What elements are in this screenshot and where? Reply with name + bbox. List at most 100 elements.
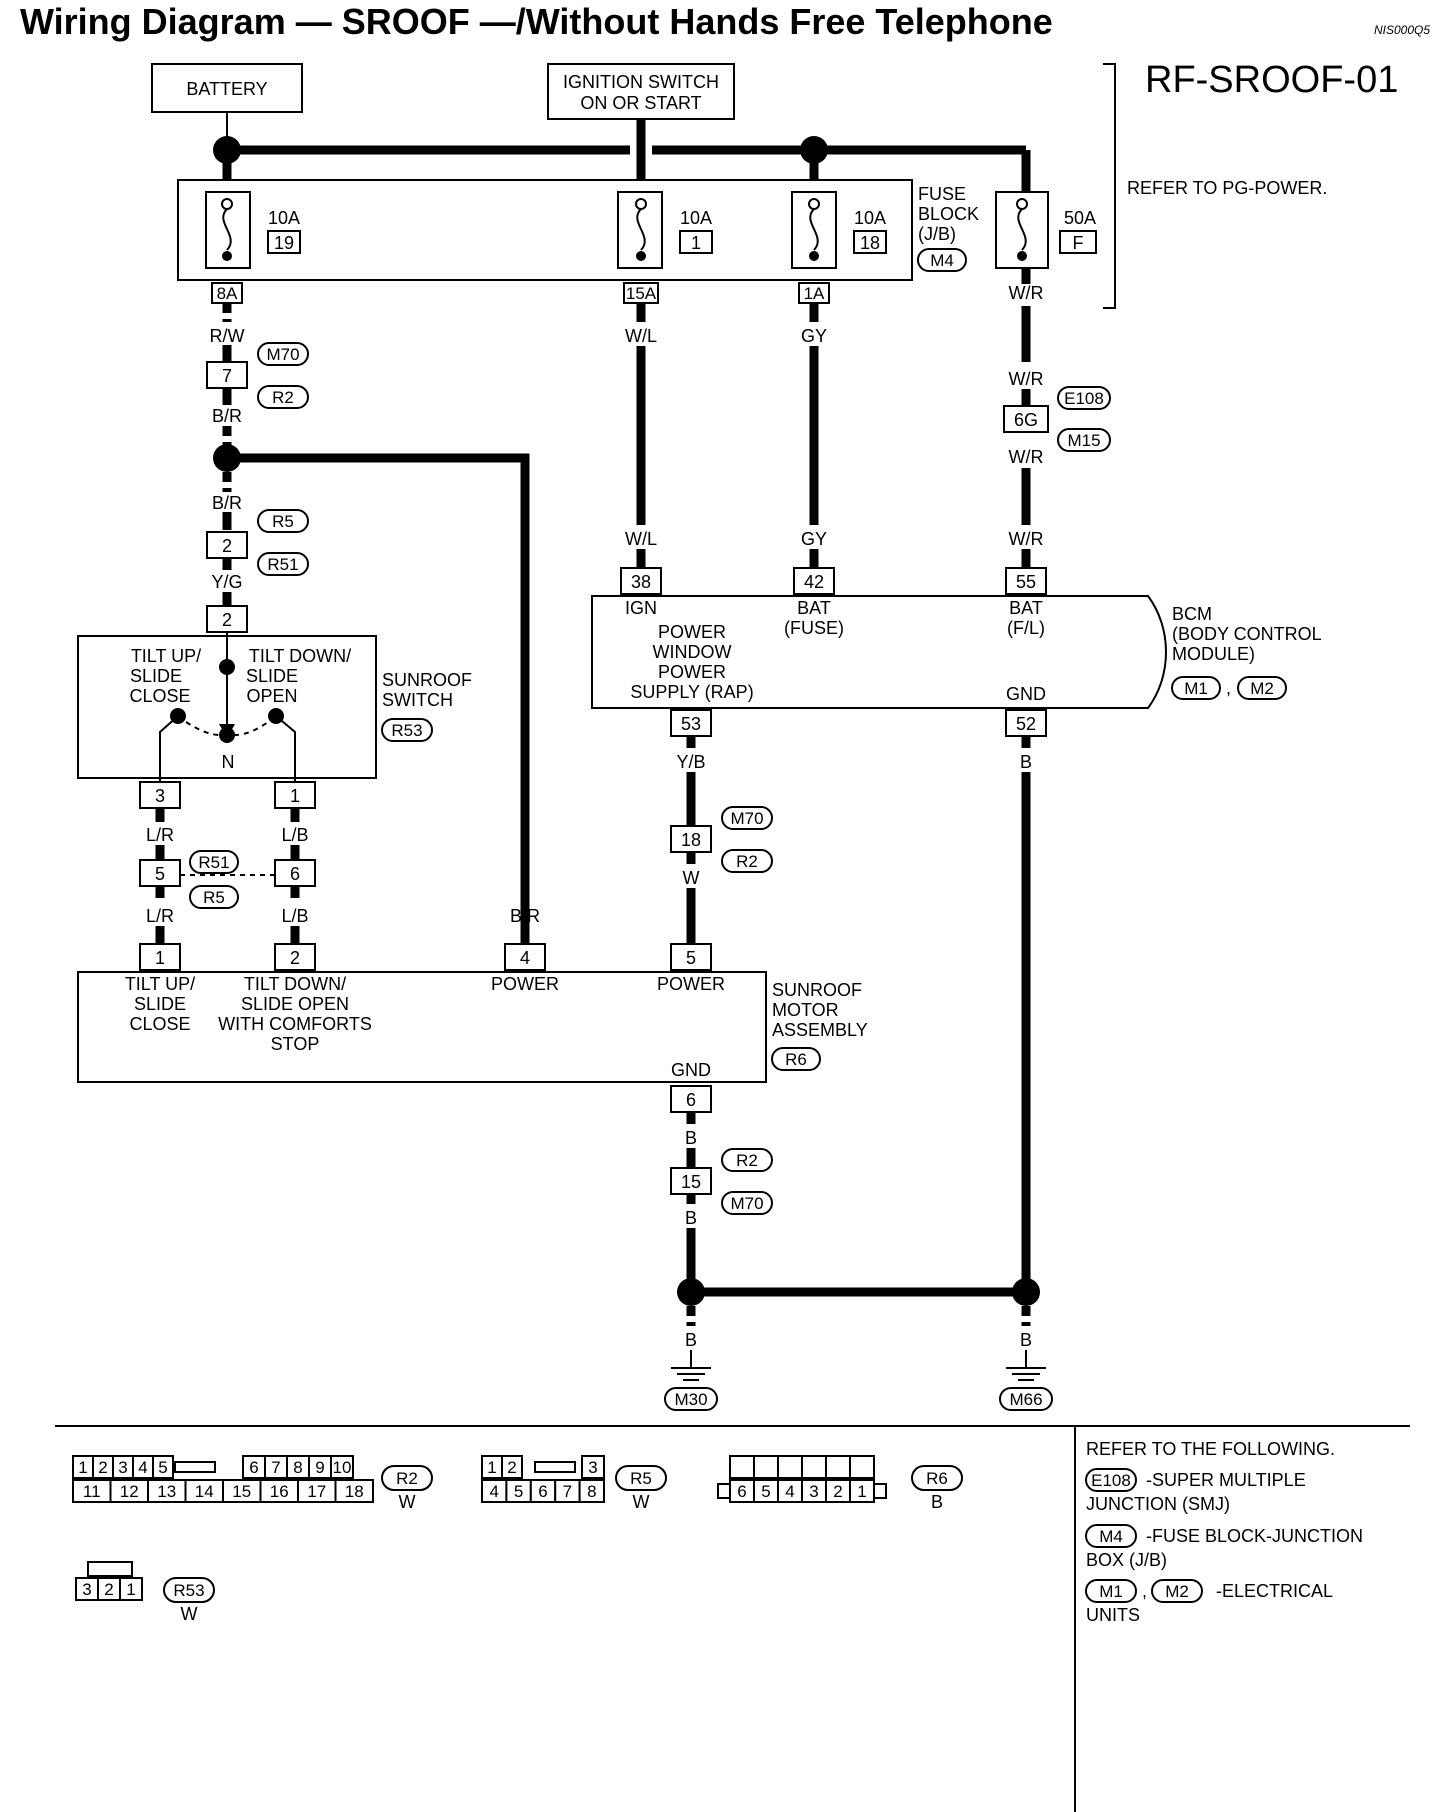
cavity-number: 12 xyxy=(120,1482,139,1501)
connector-pin: 2 xyxy=(290,948,300,968)
motor-pin-label: SLIDE OPEN xyxy=(241,994,349,1014)
legend-connector: M4 xyxy=(1099,1527,1123,1546)
cavity-number: 5 xyxy=(514,1482,523,1501)
connector-pin: 53 xyxy=(681,714,701,734)
switch-label: TILT UP/ xyxy=(131,646,201,666)
connector-pin: 4 xyxy=(520,948,530,968)
wire-color: W/R xyxy=(1009,529,1044,549)
cavity-number: 5 xyxy=(761,1482,770,1501)
wire-color: L/R xyxy=(146,825,174,845)
cavity-number: 8 xyxy=(587,1482,596,1501)
connector-color: W xyxy=(633,1492,650,1512)
motor-pin-2 xyxy=(274,943,316,971)
motor-pin-label: POWER xyxy=(657,974,725,994)
bcm-name: (BODY CONTROL xyxy=(1172,624,1322,644)
connector-6g xyxy=(1003,405,1049,433)
motor-pin-label: GND xyxy=(671,1060,711,1080)
fuse-block xyxy=(177,179,913,281)
bcm-name: MODULE) xyxy=(1172,644,1255,664)
legend-text: -SUPER MULTIPLE xyxy=(1146,1470,1306,1490)
connector-pin: 5 xyxy=(686,948,696,968)
cavity-number: 8 xyxy=(293,1458,302,1477)
motor-pin-5 xyxy=(670,943,712,971)
motor-pin-label: SLIDE xyxy=(134,994,186,1014)
wire-color: L/R xyxy=(146,906,174,926)
switch-label: CLOSE xyxy=(129,686,190,706)
ground-m66: M66 xyxy=(1009,1390,1042,1409)
cavity-number: 15 xyxy=(232,1482,251,1501)
legend-text: BOX (J/B) xyxy=(1086,1550,1167,1570)
fuse-amp: 50A xyxy=(1064,208,1096,228)
connector-m70: M70 xyxy=(730,809,763,828)
wire-color: B xyxy=(685,1208,697,1228)
cavity-number: 13 xyxy=(157,1482,176,1501)
connector-18 xyxy=(670,825,712,853)
connector-cavity xyxy=(581,1455,605,1479)
switch-name: SWITCH xyxy=(382,690,453,710)
connector-name: R53 xyxy=(173,1581,204,1600)
connector-pin: 5 xyxy=(155,864,165,884)
connector-e108: E108 xyxy=(1064,389,1104,408)
connector-color: B xyxy=(931,1492,943,1512)
wire-color: Y/G xyxy=(211,572,242,592)
cavity-number: 2 xyxy=(104,1580,113,1599)
fuse-number: 18 xyxy=(860,233,880,253)
diagram-id: RF-SROOF-01 xyxy=(1145,59,1398,101)
wire-color: L/B xyxy=(281,825,308,845)
bcm-pin-55 xyxy=(1005,567,1047,595)
connector-m15: M15 xyxy=(1067,431,1100,450)
battery-box xyxy=(151,63,303,113)
wire-color: R/W xyxy=(210,326,245,346)
fuse-number: F xyxy=(1073,233,1084,253)
connector-pin: 55 xyxy=(1016,572,1036,592)
connector-pin: 1 xyxy=(290,786,300,806)
terminal-wr-label: W/R xyxy=(1009,283,1044,303)
connector-m4 xyxy=(917,248,967,272)
connector-pin: 6 xyxy=(686,1090,696,1110)
fuse-amp: 10A xyxy=(854,208,886,228)
wire-color: B/R xyxy=(510,906,540,926)
doc-code: NIS000Q5 xyxy=(1374,23,1430,37)
wire-color: B xyxy=(1020,1330,1032,1350)
connector-name: R2 xyxy=(396,1469,418,1488)
cavity-number: 16 xyxy=(270,1482,289,1501)
connector-pin: 6 xyxy=(290,864,300,884)
connector-cavity xyxy=(849,1479,875,1503)
bcm-pin-label: IGN xyxy=(625,598,657,618)
motor-pin-label: POWER xyxy=(491,974,559,994)
connector-m2: M2 xyxy=(1250,679,1274,698)
ground-m30: M30 xyxy=(674,1390,707,1409)
cavity-number: 6 xyxy=(249,1458,258,1477)
connector-pin: 15 xyxy=(681,1172,701,1192)
connector-pin: 52 xyxy=(1016,714,1036,734)
connector-r5: R5 xyxy=(203,888,225,907)
connector-cavity xyxy=(119,1577,143,1601)
cavity-number: 6 xyxy=(538,1482,547,1501)
bcm-pin-label: GND xyxy=(1006,684,1046,704)
fuse-block-label-1: FUSE xyxy=(918,184,966,204)
svg-text:,: , xyxy=(1226,678,1231,698)
terminal-8a: 8A xyxy=(217,284,238,303)
bcm-pin-label: WINDOW xyxy=(653,642,732,662)
switch-label: OPEN xyxy=(246,686,297,706)
bcm-box xyxy=(591,595,1167,709)
motor-name: ASSEMBLY xyxy=(772,1020,868,1040)
connector-m4-label: M4 xyxy=(930,251,954,270)
cavity-number: 1 xyxy=(857,1482,866,1501)
bcm-pin-label: (F/L) xyxy=(1007,618,1045,638)
motor-pin-1 xyxy=(139,943,181,971)
cavity-number: 4 xyxy=(785,1482,794,1501)
connector-r2: R2 xyxy=(736,1151,758,1170)
cavity-number: 3 xyxy=(82,1580,91,1599)
connector-pin: 2 xyxy=(222,610,232,630)
ignition-label-2: ON OR START xyxy=(580,93,701,113)
cavity-number: 3 xyxy=(809,1482,818,1501)
connector-color: W xyxy=(399,1492,416,1512)
legend-connector: M1 xyxy=(1099,1582,1123,1601)
bcm-pin-label: SUPPLY (RAP) xyxy=(630,682,753,702)
